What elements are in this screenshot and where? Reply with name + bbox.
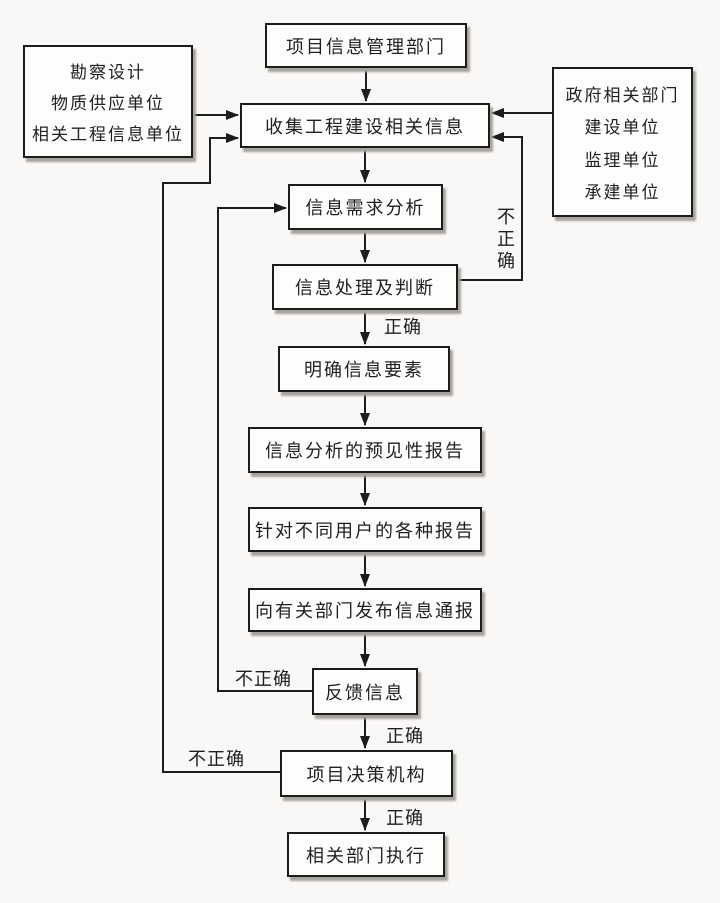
label-incorrect-processing-loop: 不正确 [495,207,515,273]
node-collect-info: 收集工程建设相关信息 [240,103,490,148]
node-feedback: 反馈信息 [312,668,418,715]
node-processing-judgment: 信息处理及判断 [272,264,458,310]
node-publish-bulletin: 向有关部门发布信息通报 [248,588,482,632]
left-source-line-1: 勘察设计 [70,63,146,82]
node-decision-body: 项目决策机构 [280,750,453,797]
left-source-line-3: 相关工程信息单位 [32,125,184,144]
node-right-sources: 政府相关部门 建设单位 监理单位 承建单位 [552,67,693,217]
left-source-line-2: 物质供应单位 [51,94,165,113]
node-demand-analysis: 信息需求分析 [288,184,443,230]
right-source-line-2: 建设单位 [584,118,661,138]
label-incorrect-feedback-loop: 不正确 [235,669,292,689]
label-incorrect-decision-loop: 不正确 [188,749,245,769]
edge-feedback-incorrect-loop [217,203,312,692]
right-source-line-3: 监理单位 [584,150,661,170]
label-correct-after-processing: 正确 [384,317,422,337]
node-predictive-report: 信息分析的预见性报告 [248,427,482,473]
node-clarify-elements: 明确信息要素 [278,346,450,392]
node-execution: 相关部门执行 [287,832,445,877]
label-correct-after-decision: 正确 [386,808,424,828]
right-source-line-1: 政府相关部门 [565,85,680,105]
node-left-sources: 勘察设计 物质供应单位 相关工程信息单位 [23,45,193,158]
node-user-reports: 针对不同用户的各种报告 [248,507,482,552]
right-source-line-4: 承建单位 [584,183,661,203]
edge-decision-incorrect-loop [162,133,280,773]
node-project-info-dept: 项目信息管理部门 [265,23,467,68]
label-correct-after-feedback: 正确 [386,726,424,746]
edge-processing-incorrect-loop [458,132,523,281]
